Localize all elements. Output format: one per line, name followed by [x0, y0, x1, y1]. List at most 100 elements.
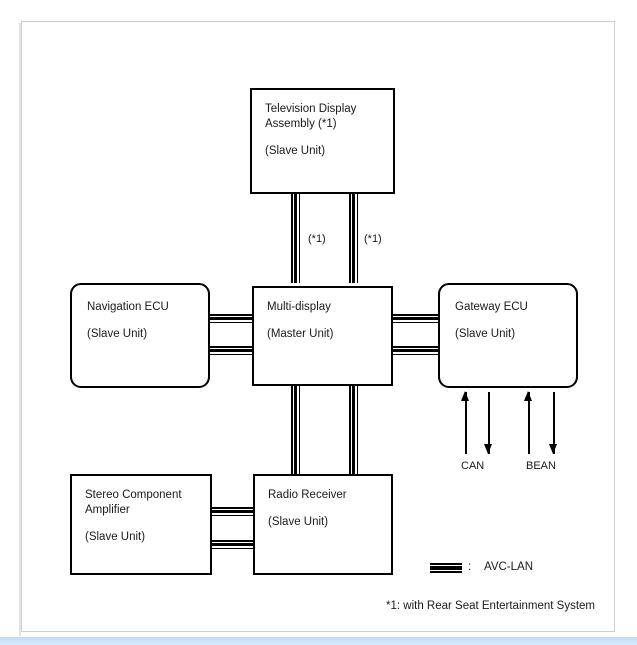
- node-radio-receiver[interactable]: Radio Receiver (Slave Unit): [253, 474, 393, 575]
- legend-label-avc-lan: AVC-LAN: [484, 561, 533, 573]
- window-bottom-bar: [0, 637, 637, 645]
- node-title-multi-display: Multi-display: [267, 301, 331, 313]
- bus-stripe-gap: [355, 384, 357, 480]
- bus-multidisplay-to-radio-right: [349, 384, 358, 480]
- bean-arrow-down-head: [549, 444, 557, 454]
- bus-stripe-gap: [297, 384, 299, 480]
- can-arrow-down-head: [484, 444, 492, 454]
- bus-stripe-thin: [203, 314, 259, 316]
- footnote-rear-seat-entertainment: *1: with Rear Seat Entertainment System: [386, 600, 596, 612]
- legend-stripe-thin: [430, 563, 462, 565]
- bus-stripe-thin: [356, 384, 358, 480]
- bus-label-can: CAN: [461, 460, 485, 472]
- bus-stripe-gap: [292, 384, 294, 480]
- node-title-stereo-component-amplifier: Stereo Component Amplifier: [85, 489, 182, 516]
- bus-stripe-gap: [389, 352, 445, 354]
- bus-stripe-thin: [291, 193, 293, 283]
- bus-stripe-thin: [203, 346, 259, 348]
- bus-stereo-to-radio-lower: [205, 540, 261, 549]
- node-role-television-display-assembly: (Slave Unit): [265, 145, 326, 157]
- bus-stripe-gap: [205, 513, 261, 515]
- bus-stripe-thin: [203, 353, 259, 355]
- legend-stripe-thick: [430, 566, 462, 570]
- bus-stripe-thin: [389, 353, 445, 355]
- bus-tv-to-multidisplay-right: [349, 193, 358, 283]
- bus-stripe-thin: [205, 514, 261, 516]
- bus-stripe-thin: [203, 321, 259, 323]
- bus-stripe-gap: [203, 320, 259, 322]
- bus-stripe-gap: [389, 320, 445, 322]
- bus-stripe-thick: [205, 510, 261, 513]
- legend-stripe-gap: [430, 569, 462, 571]
- node-title-navigation-ecu: Navigation ECU: [87, 301, 169, 313]
- node-television-display-assembly[interactable]: Television Display Assembly (*1) (Slave …: [250, 88, 395, 194]
- bus-stripe-gap: [297, 193, 299, 283]
- bus-stripe-thin: [205, 507, 261, 509]
- bus-stripe-thick: [203, 317, 259, 320]
- bus-stripe-gap: [292, 193, 294, 283]
- node-stereo-component-amplifier[interactable]: Stereo Component Amplifier (Slave Unit): [70, 474, 212, 575]
- page-frame-shadow: [19, 23, 21, 636]
- can-arrow-down-line: [488, 392, 490, 454]
- node-navigation-ecu[interactable]: Navigation ECU (Slave Unit): [70, 283, 210, 388]
- node-role-radio-receiver: (Slave Unit): [268, 516, 329, 528]
- bus-stripe-thick: [389, 317, 445, 320]
- can-arrow-up-line: [465, 392, 467, 454]
- bus-stripe-thin: [291, 384, 293, 480]
- bus-stripe-gap: [203, 315, 259, 317]
- bus-tv-to-multidisplay-left: [291, 193, 300, 283]
- node-multi-display[interactable]: Multi-display (Master Unit): [252, 286, 393, 386]
- bus-stripe-thin: [389, 321, 445, 323]
- node-title-gateway-ecu: Gateway ECU: [455, 301, 528, 313]
- bus-stripe-gap: [350, 384, 352, 480]
- bus-stripe-gap: [350, 193, 352, 283]
- bus-stripe-thick: [203, 349, 259, 352]
- bus-stripe-thin: [298, 384, 300, 480]
- node-role-navigation-ecu: (Slave Unit): [87, 328, 148, 340]
- bus-stripe-gap: [203, 352, 259, 354]
- bus-stripe-thick: [352, 193, 355, 283]
- bus-stripe-thin: [205, 547, 261, 549]
- bus-stripe-thin: [349, 193, 351, 283]
- avc-lan-bus-symbol: [430, 563, 462, 574]
- bean-arrow-down-line: [553, 392, 555, 454]
- bus-stripe-thick: [294, 384, 297, 480]
- bus-navigation-to-multidisplay-upper: [203, 314, 259, 323]
- node-role-multi-display: (Master Unit): [267, 328, 334, 340]
- legend-stripe-thin: [430, 571, 462, 573]
- connector-label-tv-left: (*1): [308, 233, 326, 245]
- bus-navigation-to-multidisplay-lower: [203, 346, 259, 355]
- node-gateway-ecu[interactable]: Gateway ECU (Slave Unit): [438, 283, 578, 388]
- bus-stripe-gap: [203, 347, 259, 349]
- connector-label-tv-right: (*1): [364, 233, 382, 245]
- bus-stripe-thin: [356, 193, 358, 283]
- bus-stripe-thick: [294, 193, 297, 283]
- bean-arrow-up-line: [528, 392, 530, 454]
- bus-stripe-gap: [205, 546, 261, 548]
- bus-stripe-thin: [389, 314, 445, 316]
- node-role-stereo-component-amplifier: (Slave Unit): [85, 531, 146, 543]
- bus-stripe-thin: [205, 540, 261, 542]
- bus-stripe-gap: [355, 193, 357, 283]
- bus-stripe-gap: [205, 541, 261, 543]
- bus-stripe-thick: [389, 349, 445, 352]
- node-title-radio-receiver: Radio Receiver: [268, 489, 347, 501]
- bus-stripe-thick: [352, 384, 355, 480]
- bus-stripe-gap: [389, 347, 445, 349]
- bus-stripe-thin: [298, 193, 300, 283]
- bus-stripe-thin: [389, 346, 445, 348]
- bus-stripe-thin: [349, 384, 351, 480]
- can-arrow-up-head: [461, 391, 469, 401]
- bus-stereo-to-radio-upper: [205, 507, 261, 516]
- node-title-television-display-assembly: Television Display Assembly (*1): [265, 103, 357, 130]
- legend-stripe-gap: [430, 564, 462, 566]
- bus-stripe-gap: [389, 315, 445, 317]
- bus-multidisplay-to-radio-left: [291, 384, 300, 480]
- bus-stripe-gap: [205, 508, 261, 510]
- bus-stripe-thick: [205, 543, 261, 546]
- bus-multidisplay-to-gateway-lower: [389, 346, 445, 355]
- bean-arrow-up-head: [524, 391, 532, 401]
- bus-multidisplay-to-gateway-upper: [389, 314, 445, 323]
